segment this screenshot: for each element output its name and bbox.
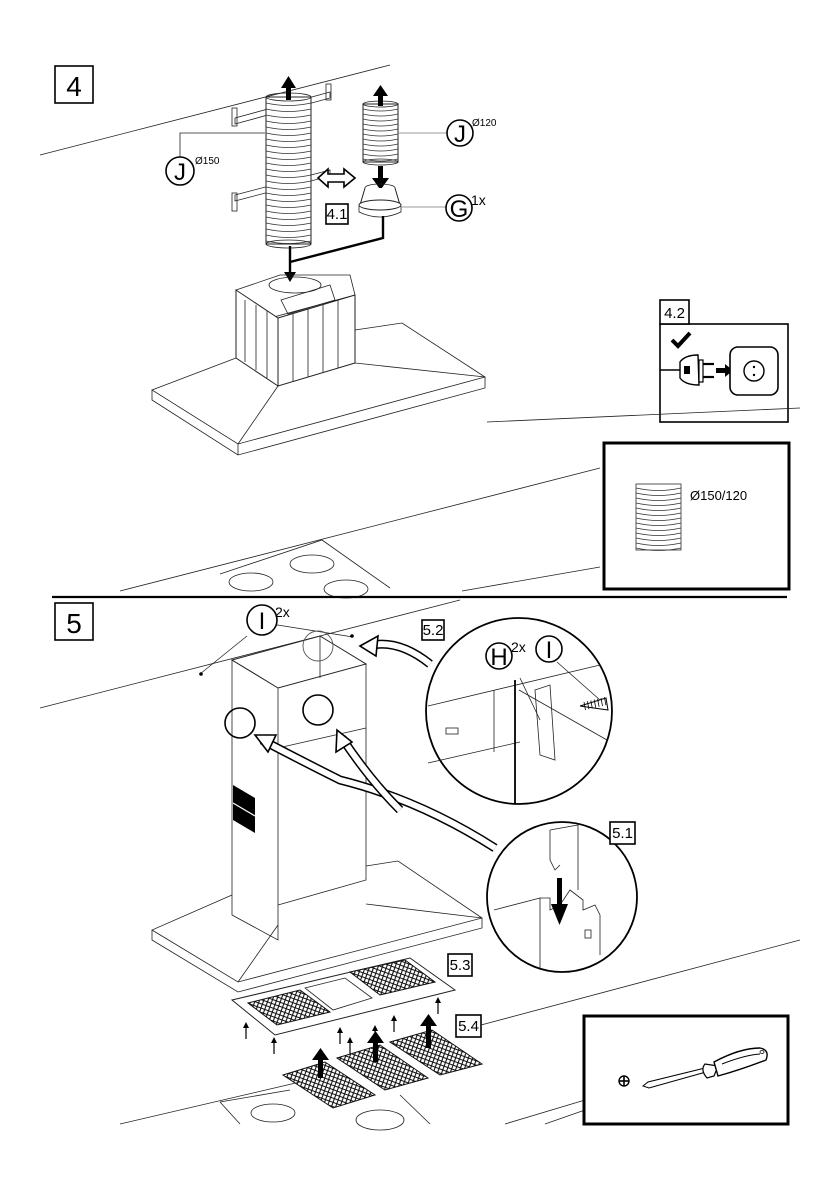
step-4-number: 4 bbox=[66, 71, 82, 102]
svg-text:1x: 1x bbox=[471, 192, 486, 208]
curved-arrow-icon bbox=[360, 636, 430, 664]
filter-panel bbox=[232, 958, 455, 1035]
svg-text:I: I bbox=[259, 608, 266, 635]
substep-4-1-label: 4.1 bbox=[326, 204, 348, 224]
step-4-number-box: 4 bbox=[55, 66, 93, 103]
svg-text:5.4: 5.4 bbox=[458, 1018, 479, 1035]
step-5-number-box: 5 bbox=[55, 603, 93, 640]
up-arrow-icon bbox=[281, 76, 296, 100]
svg-text:2x: 2x bbox=[511, 639, 526, 655]
svg-text:Ø150: Ø150 bbox=[195, 156, 220, 167]
clip-up-arrow-icon bbox=[391, 1015, 397, 1032]
part-callout-j150: J Ø150 bbox=[166, 133, 265, 186]
countertop-line bbox=[120, 468, 600, 591]
substep-5-2-detail: 5.2 H 2x I bbox=[422, 618, 612, 804]
svg-text:5.3: 5.3 bbox=[450, 957, 471, 974]
tool-box bbox=[584, 1016, 788, 1124]
svg-text:J: J bbox=[454, 121, 466, 148]
step-5-number: 5 bbox=[66, 608, 82, 639]
substep-4-2-panel: 4.2 bbox=[660, 300, 788, 422]
part-callout-i-2x: I 2x bbox=[247, 604, 290, 635]
substep-5-3-label: 5.3 bbox=[448, 954, 472, 976]
cooktop bbox=[220, 540, 390, 598]
phillips-head-icon bbox=[619, 1076, 629, 1086]
svg-text:J: J bbox=[174, 159, 186, 186]
vent-grille-icon bbox=[233, 785, 255, 833]
svg-text:G: G bbox=[450, 196, 469, 223]
flexible-duct-150 bbox=[266, 93, 311, 248]
part-callout-g: G 1x bbox=[401, 192, 486, 223]
duct-diameter-label: Ø150/120 bbox=[690, 488, 747, 503]
down-arrow-icon bbox=[372, 166, 389, 190]
flexible-duct-120 bbox=[363, 101, 398, 165]
reducer-part bbox=[359, 184, 401, 217]
up-arrow-icon bbox=[373, 85, 388, 106]
clip-up-arrow-icon bbox=[271, 1037, 277, 1054]
substep-5-4-label: 5.4 bbox=[456, 1015, 481, 1037]
substep-5-1-detail: 5.1 bbox=[487, 822, 637, 972]
detail-circle bbox=[303, 695, 333, 725]
motor-housing bbox=[236, 275, 355, 386]
svg-text:I: I bbox=[546, 637, 553, 664]
duct-info-box: Ø150/120 bbox=[604, 443, 789, 589]
clip-up-arrow-icon bbox=[337, 1027, 343, 1044]
part-callout-j120: J Ø120 bbox=[398, 118, 497, 148]
svg-text:4.2: 4.2 bbox=[664, 305, 685, 322]
clip-up-arrow-icon bbox=[243, 1022, 249, 1039]
power-socket-icon bbox=[730, 347, 778, 395]
svg-text:4.1: 4.1 bbox=[327, 206, 348, 223]
hood-canopy bbox=[152, 861, 482, 992]
clip-up-arrow-icon bbox=[347, 1037, 353, 1054]
svg-text:5.1: 5.1 bbox=[612, 825, 633, 842]
svg-text:2x: 2x bbox=[275, 604, 290, 620]
step-4: 4 bbox=[40, 65, 800, 598]
svg-text:Ø120: Ø120 bbox=[472, 118, 497, 129]
svg-text:5.2: 5.2 bbox=[423, 622, 444, 639]
step-5: 5 I 2x bbox=[40, 600, 800, 1130]
flexible-duct-icon bbox=[636, 484, 681, 551]
clip-up-arrow-icon bbox=[435, 997, 441, 1014]
chimney-cover bbox=[232, 636, 366, 940]
detail-circle bbox=[225, 708, 255, 738]
svg-text:H: H bbox=[490, 644, 507, 671]
